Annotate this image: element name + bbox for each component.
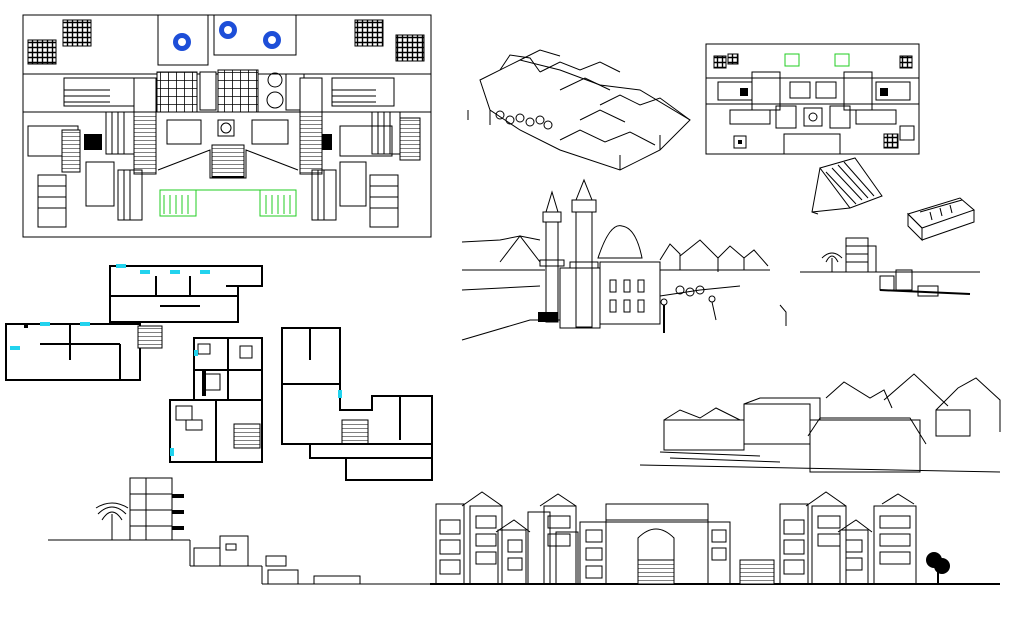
side-elevation-right (800, 237, 980, 297)
mosque-perspective (461, 178, 787, 341)
roof-detail-b (907, 197, 975, 242)
floor-plan-a (5, 264, 263, 381)
window-marker (10, 264, 210, 350)
tree-icon (926, 552, 950, 584)
tree-icon (495, 110, 553, 130)
side-elevation-left (48, 477, 430, 585)
town-perspective (639, 373, 1001, 473)
hatch-block (27, 19, 425, 65)
site-plan-small (705, 43, 920, 155)
front-elevation (430, 491, 1000, 585)
roof-detail-a (811, 157, 883, 215)
fountain-icon (173, 21, 281, 51)
floor-plan-b (169, 337, 263, 463)
window-grid (439, 515, 911, 579)
palm-tree-icon (95, 502, 129, 540)
palm-tree-icon (821, 252, 843, 272)
perspective-block (467, 49, 691, 171)
site-plan-large (22, 14, 432, 238)
minaret-right (569, 178, 599, 328)
tree-icon (675, 285, 705, 297)
floor-plan-c (281, 327, 433, 481)
